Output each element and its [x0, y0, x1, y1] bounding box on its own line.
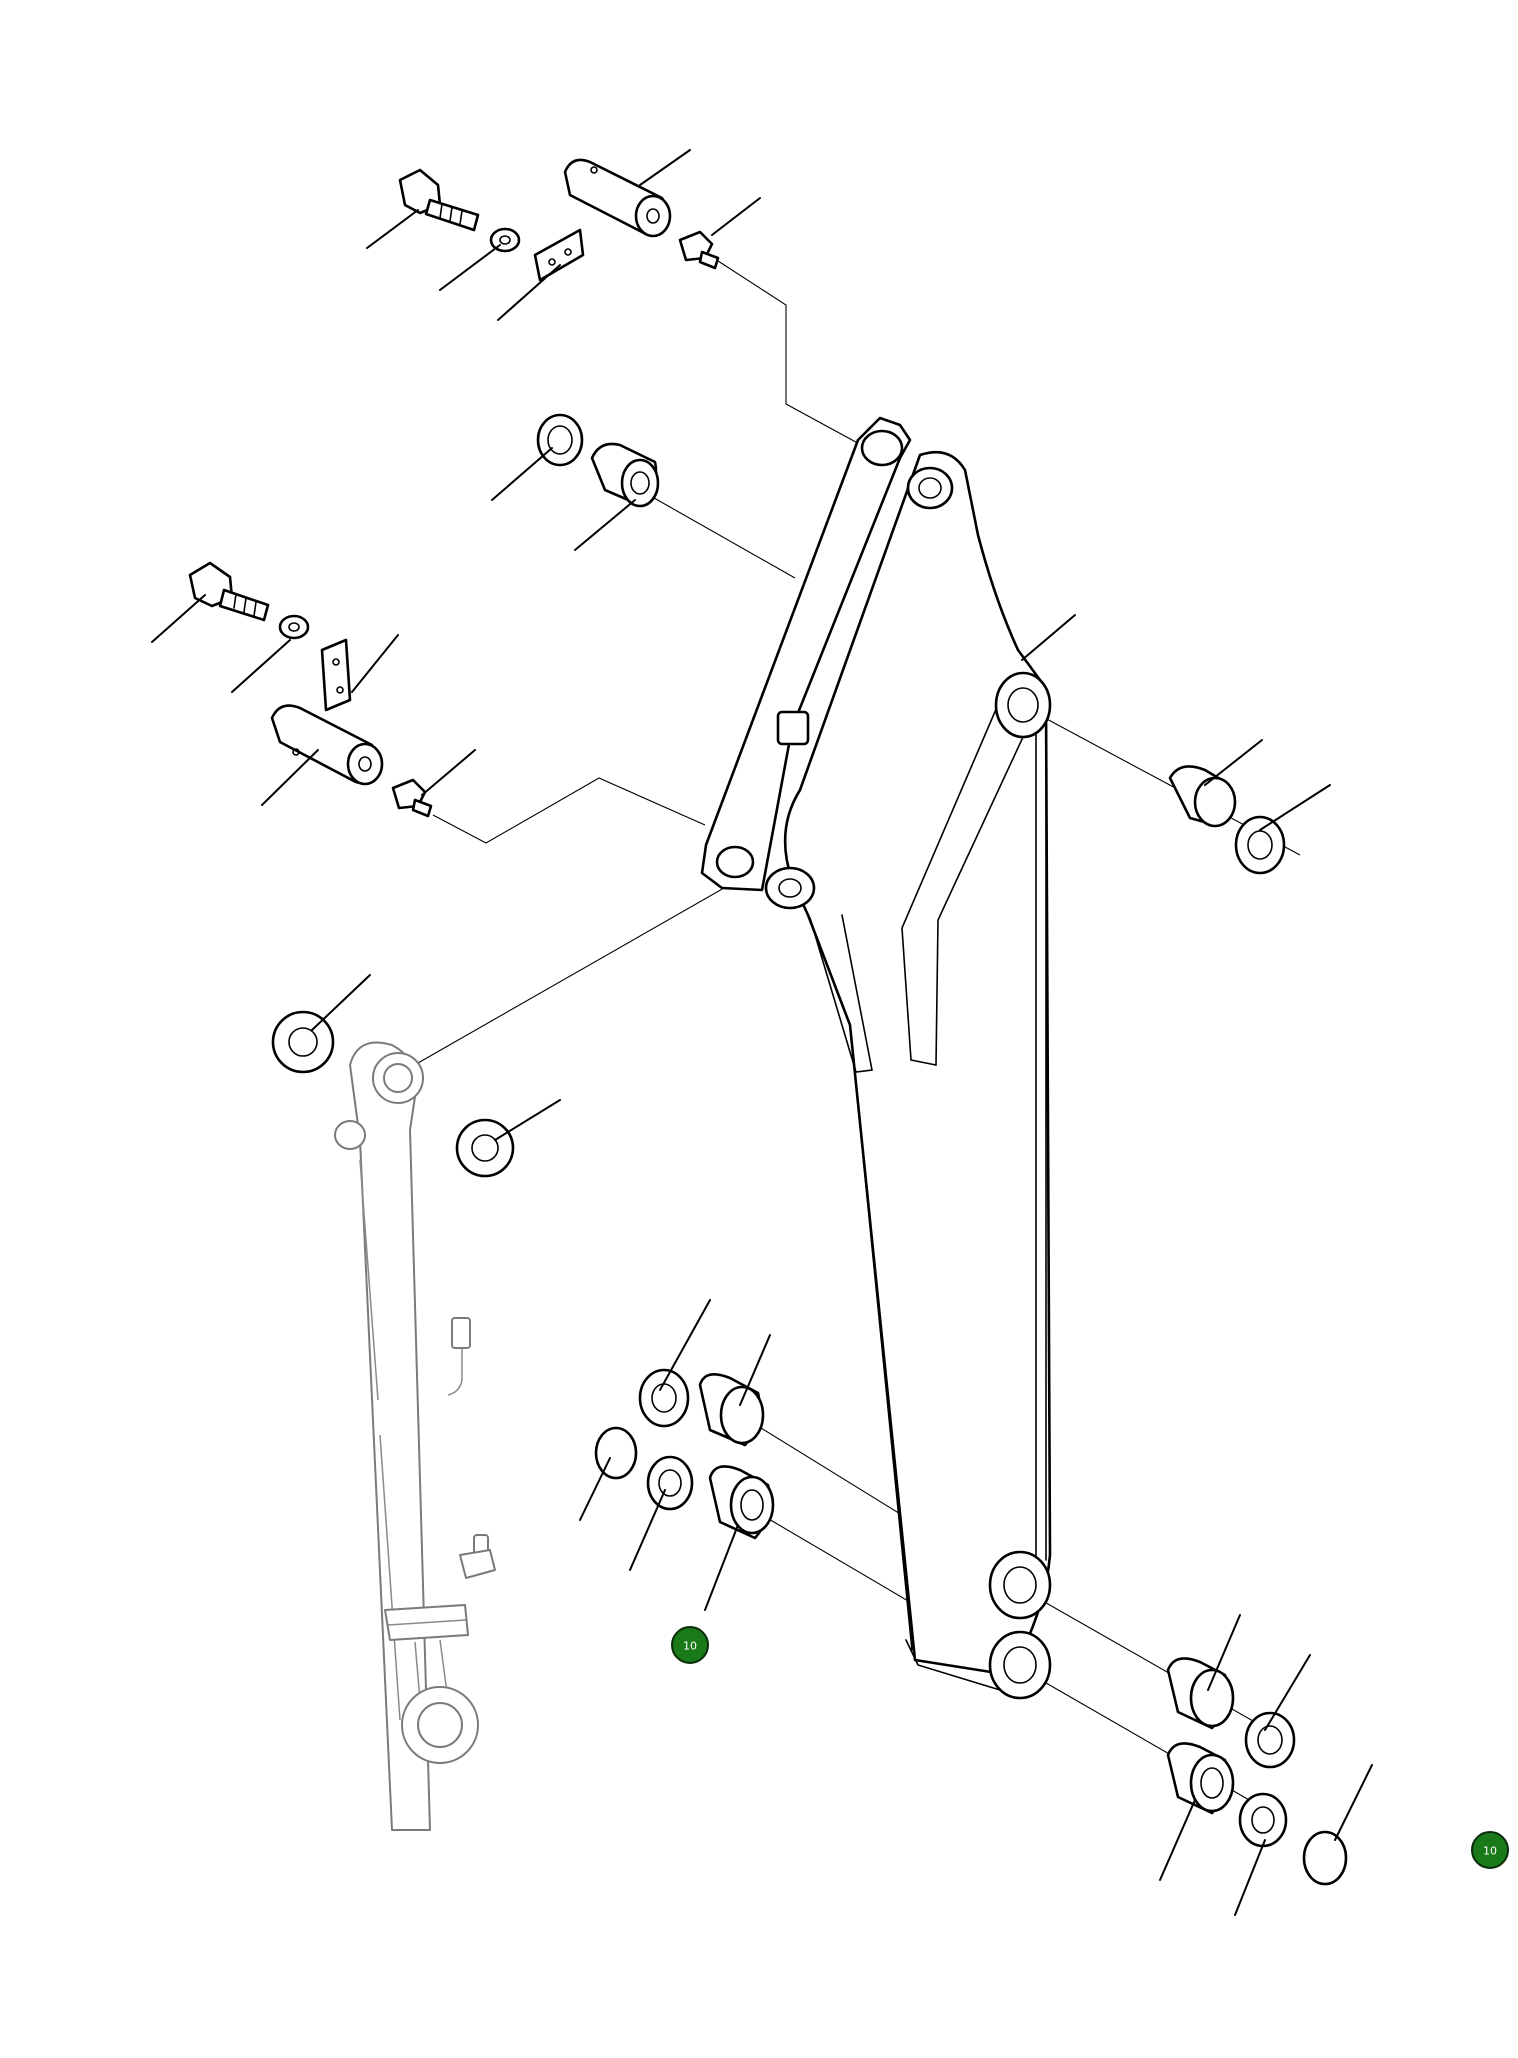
hydraulic-cylinder: [334, 1041, 496, 1831]
left-washers: [271, 1010, 515, 1178]
lower-right-bushings: [1166, 1657, 1348, 1886]
callout-badge-left-circle: [671, 1626, 709, 1664]
boom-back-plate: [700, 416, 912, 892]
callout-badge-right-circle: [1471, 1831, 1509, 1869]
callout-badge-right-label: 10: [1483, 1845, 1497, 1858]
callout-badge-left-label: 10: [683, 1640, 697, 1653]
callout-badge-left[interactable]: 10: [671, 1626, 709, 1664]
callout-badge-right[interactable]: 10: [1471, 1831, 1509, 1869]
mid-hardware: [188, 413, 660, 818]
leader-lines: [151, 149, 1373, 1916]
boom-front-plate: [783, 450, 1052, 1677]
boom-top-pivot: [860, 429, 904, 467]
boom-arm: [700, 416, 1052, 1700]
top-hardware: [398, 158, 720, 282]
right-upper-bushings: [1168, 765, 1286, 875]
lower-left-bushings: [594, 1368, 775, 1540]
